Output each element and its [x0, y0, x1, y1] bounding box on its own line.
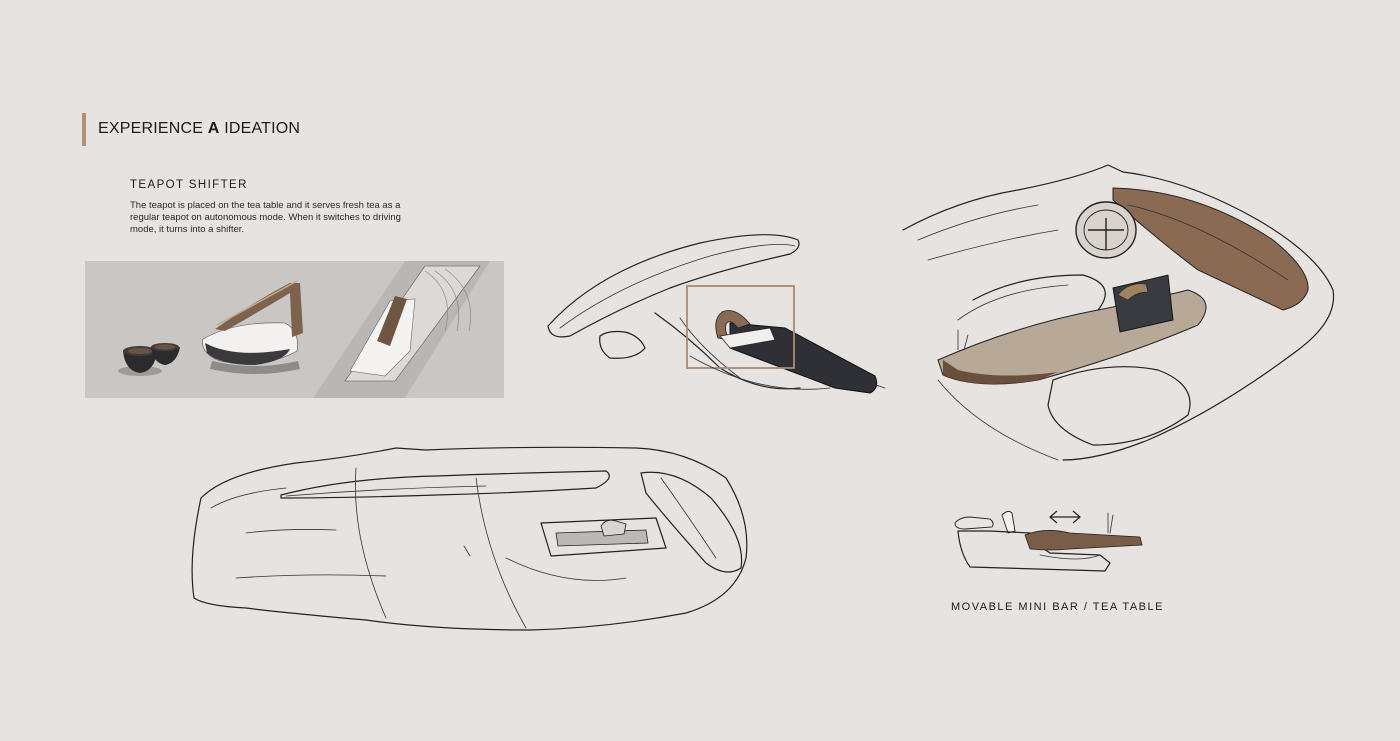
highlight-box [686, 285, 795, 369]
mini-bar-caption: MOVABLE MINI BAR / TEA TABLE [951, 601, 1164, 613]
teapot-render [118, 261, 490, 398]
teapot-render-panel [85, 261, 504, 398]
title-accent-bar [82, 113, 86, 146]
section-description: The teapot is placed on the tea table an… [130, 200, 401, 236]
title-post: IDEATION [219, 120, 301, 137]
title-bold: A [207, 120, 220, 137]
double-arrow-icon [1049, 510, 1081, 524]
interior-sketch [902, 164, 1335, 461]
side-dashboard-sketch [191, 446, 748, 631]
title-pre: EXPERIENCE [98, 120, 208, 137]
page-title: EXPERIENCE A IDEATION [98, 120, 300, 138]
mini-bar-sketch [954, 510, 1143, 572]
section-subtitle: TEAPOT SHIFTER [130, 179, 248, 191]
dashboard-sketch [547, 234, 886, 394]
